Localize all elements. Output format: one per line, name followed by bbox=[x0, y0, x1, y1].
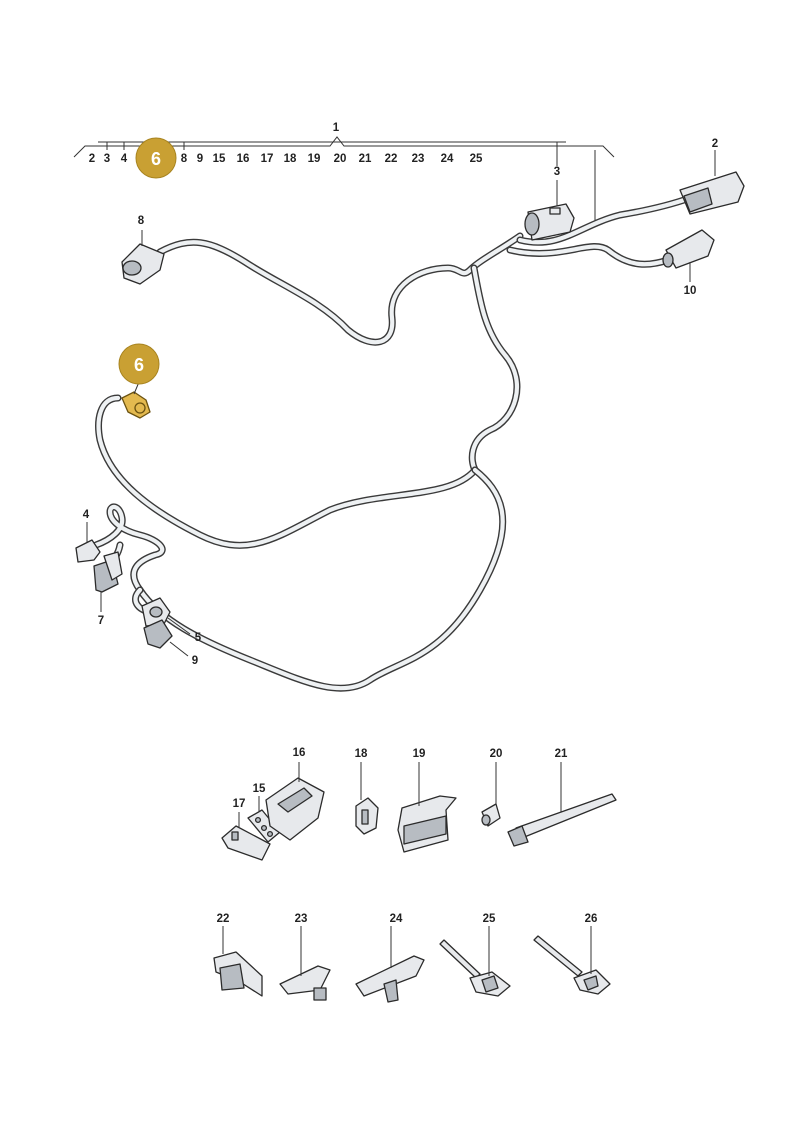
sensor-6[interactable] bbox=[121, 381, 151, 419]
connector-3[interactable] bbox=[524, 180, 575, 241]
header-label-25: 25 bbox=[470, 153, 483, 165]
callout-19: 19 bbox=[413, 748, 426, 760]
connector-7[interactable] bbox=[93, 551, 123, 612]
header-highlight-6[interactable]: 6 bbox=[135, 137, 177, 179]
header-label-2: 2 bbox=[89, 153, 95, 165]
header-label-9: 9 bbox=[197, 153, 203, 165]
callout-highlight-6[interactable]: 6 bbox=[118, 343, 160, 385]
callout-25: 25 bbox=[483, 913, 496, 925]
callout-7: 7 bbox=[98, 615, 104, 627]
callout-16: 16 bbox=[293, 747, 306, 759]
callout-4: 4 bbox=[83, 509, 90, 521]
part-25[interactable] bbox=[439, 926, 511, 997]
header-label-1: 1 bbox=[333, 122, 340, 134]
callout-3: 3 bbox=[554, 166, 560, 178]
part-20[interactable] bbox=[481, 762, 501, 827]
callout-20: 20 bbox=[490, 748, 503, 760]
callout-24: 24 bbox=[390, 913, 403, 925]
callout-5: 5 bbox=[195, 632, 202, 644]
header-label-20: 20 bbox=[334, 153, 347, 165]
connector-10[interactable] bbox=[662, 229, 715, 282]
header-label-16: 16 bbox=[237, 153, 250, 165]
part-16[interactable] bbox=[265, 762, 325, 841]
header-label-18: 18 bbox=[284, 153, 297, 165]
connector-9[interactable] bbox=[143, 619, 189, 657]
header-label-21: 21 bbox=[359, 153, 372, 165]
header-label-8: 8 bbox=[181, 153, 188, 165]
connector-8[interactable] bbox=[121, 230, 165, 285]
part-18[interactable] bbox=[355, 762, 379, 835]
connector-4[interactable] bbox=[75, 522, 101, 563]
callout-8: 8 bbox=[138, 215, 145, 227]
part-22[interactable] bbox=[213, 926, 263, 997]
callout-26: 26 bbox=[585, 913, 598, 925]
header-label-22: 22 bbox=[385, 153, 398, 165]
connector-2[interactable] bbox=[679, 150, 745, 215]
header-label-23: 23 bbox=[412, 153, 425, 165]
part-26[interactable] bbox=[533, 926, 611, 995]
part-21[interactable] bbox=[507, 762, 617, 847]
header-bracket bbox=[73, 136, 615, 222]
header-label-19: 19 bbox=[308, 153, 321, 165]
part-19[interactable] bbox=[397, 762, 457, 853]
callout-highlight-6-label: 6 bbox=[134, 355, 144, 375]
header-label-3: 3 bbox=[104, 153, 110, 165]
header-label-24: 24 bbox=[441, 153, 454, 165]
callout-2: 2 bbox=[712, 138, 718, 150]
callout-17: 17 bbox=[233, 798, 246, 810]
wiring-harness bbox=[92, 194, 694, 692]
part-23[interactable] bbox=[279, 926, 331, 1001]
header-label-15: 15 bbox=[213, 153, 226, 165]
callout-10: 10 bbox=[684, 285, 697, 297]
callout-22: 22 bbox=[217, 913, 230, 925]
callout-15: 15 bbox=[253, 783, 266, 795]
callout-21: 21 bbox=[555, 748, 568, 760]
part-17[interactable] bbox=[221, 812, 271, 861]
callout-23: 23 bbox=[295, 913, 308, 925]
part-24[interactable] bbox=[355, 926, 425, 1003]
header-label-17: 17 bbox=[261, 153, 274, 165]
callout-18: 18 bbox=[355, 748, 368, 760]
connector-5[interactable] bbox=[141, 597, 191, 635]
header-highlight-6-label: 6 bbox=[151, 149, 161, 169]
header-label-4: 4 bbox=[121, 153, 128, 165]
callout-9: 9 bbox=[192, 655, 198, 667]
